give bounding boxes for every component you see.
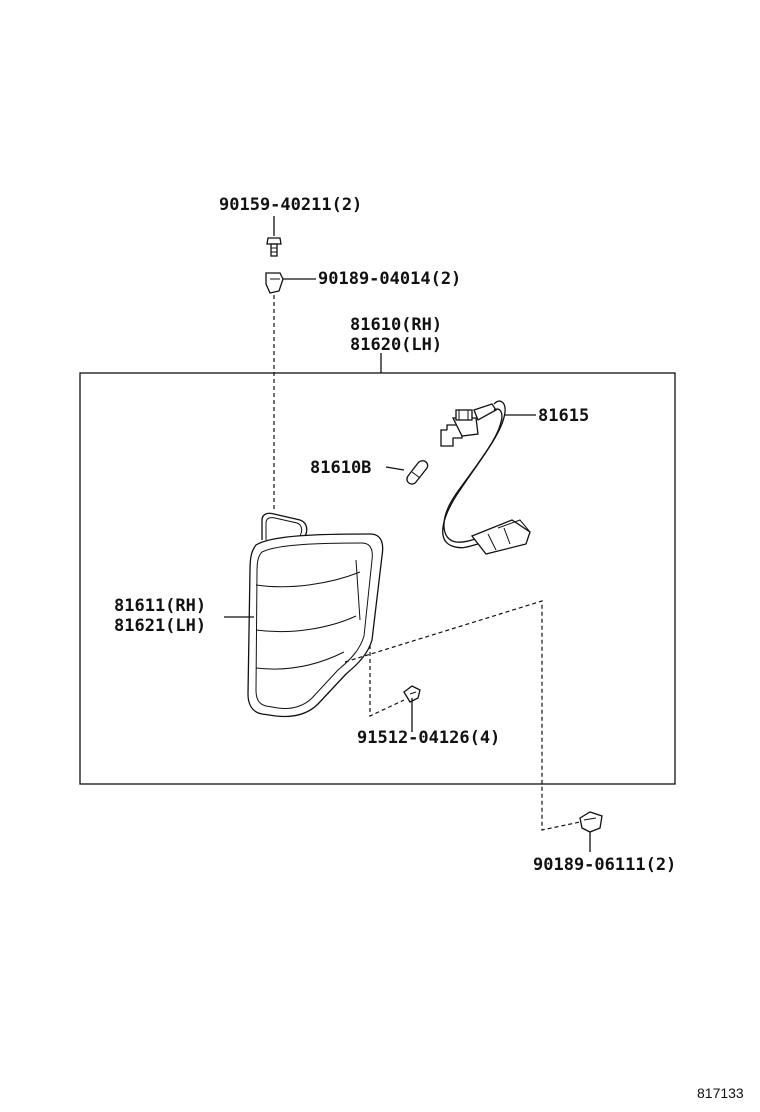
label-assy-lh: 81620(LH) bbox=[350, 335, 442, 355]
clip-bottom-icon bbox=[579, 811, 603, 852]
dashed-guide-clip bbox=[344, 600, 581, 831]
label-lens-lh: 81621(LH) bbox=[114, 616, 206, 636]
label-lens-rh: 81611(RH) bbox=[114, 596, 206, 616]
assembly-frame bbox=[79, 372, 676, 785]
bulb-icon bbox=[406, 460, 429, 485]
label-socket: 81615 bbox=[538, 406, 589, 426]
label-bolt: 90159-40211(2) bbox=[219, 195, 362, 215]
screw-icon bbox=[403, 685, 421, 732]
leader-bulb bbox=[385, 466, 405, 471]
label-clip-bottom: 90189-06111(2) bbox=[533, 855, 676, 875]
label-bulb: 81610B bbox=[310, 458, 371, 478]
clip-top-icon bbox=[265, 272, 316, 294]
bolt-icon bbox=[266, 216, 282, 257]
label-assy-rh: 81610(RH) bbox=[350, 315, 442, 335]
label-screw: 91512-04126(4) bbox=[357, 728, 500, 748]
socket-icon bbox=[440, 400, 531, 555]
dashed-guide-screw bbox=[369, 645, 405, 717]
diagram-ref: 817133 bbox=[697, 1085, 744, 1101]
lens-icon bbox=[247, 512, 384, 718]
label-clip-top: 90189-04014(2) bbox=[318, 269, 461, 289]
